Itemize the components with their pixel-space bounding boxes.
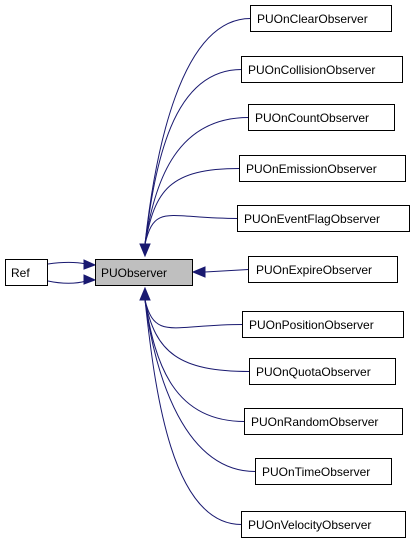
node-label: PUOnExpireObserver (256, 263, 372, 277)
node-pu-on-collision-observer[interactable]: PUOnCollisionObserver (241, 56, 403, 83)
inheritance-edge (144, 215, 238, 245)
node-box (239, 155, 406, 182)
inheritance-edge (144, 299, 242, 525)
node-box (241, 56, 403, 83)
ref-link-top (47, 262, 87, 265)
node-label: PUOnPositionObserver (249, 318, 374, 332)
node-pu-on-event-flag-observer[interactable]: PUOnEventFlagObserver (237, 205, 410, 232)
node-label: PUOnEmissionObserver (246, 162, 377, 176)
node-label: PUOnCountObserver (255, 111, 369, 125)
ref-arrow-bottom (83, 274, 97, 285)
node-pu-on-count-observer[interactable]: PUOnCountObserver (248, 104, 395, 131)
node-ref-box (5, 259, 48, 286)
node-pu-on-velocity-observer[interactable]: PUOnVelocityObserver (241, 511, 406, 538)
node-label: PUOnQuotaObserver (256, 365, 371, 379)
node-label: PUOnCollisionObserver (248, 63, 375, 77)
inheritance-edge (144, 18, 251, 245)
subclass-edges (144, 18, 256, 525)
node-box (255, 458, 392, 485)
node-box (244, 408, 403, 435)
arrow-head-right (191, 266, 206, 278)
node-pu-on-quota-observer[interactable]: PUOnQuotaObserver (249, 358, 396, 385)
subclass-arrows (139, 243, 206, 301)
node-label: PUOnTimeObserver (262, 465, 370, 479)
node-box (237, 205, 410, 232)
node-pu-on-expire-observer[interactable]: PUOnExpireObserver (248, 256, 398, 283)
arrow-head-top (139, 243, 151, 258)
node-pu-on-emission-observer[interactable]: PUOnEmissionObserver (239, 155, 406, 182)
node-box (248, 104, 395, 131)
node-label: PUOnVelocityObserver (248, 518, 371, 532)
ref-link-bottom (47, 280, 87, 284)
node-label: PUOnEventFlagObserver (244, 212, 380, 226)
arrow-head-bottom (139, 286, 151, 301)
inheritance-edge (144, 299, 250, 372)
node-box (248, 256, 398, 283)
inheritance-edge (144, 299, 243, 329)
inheritance-edge (144, 299, 256, 472)
inheritance-edge (144, 117, 249, 245)
node-pu-on-clear-observer[interactable]: PUOnClearObserver (250, 5, 392, 32)
inheritance-edge (204, 269, 249, 273)
node-box (242, 311, 404, 338)
inheritance-edge (144, 69, 242, 245)
node-ref[interactable]: Ref (5, 259, 48, 286)
node-box (250, 5, 392, 32)
ref-arrow-top (83, 259, 97, 270)
node-box (241, 511, 406, 538)
subclass-nodes: PUOnClearObserver PUOnCollisionObserver … (237, 5, 410, 538)
node-pu-on-random-observer[interactable]: PUOnRandomObserver (244, 408, 403, 435)
node-pu-observer-label: PUObserver (101, 266, 167, 280)
node-label: PUOnRandomObserver (251, 415, 378, 429)
node-box (249, 358, 396, 385)
inheritance-edge (144, 299, 245, 422)
node-pu-on-time-observer[interactable]: PUOnTimeObserver (255, 458, 392, 485)
node-pu-observer[interactable]: PUObserver (95, 259, 193, 286)
node-pu-observer-box (95, 259, 193, 286)
ref-links (47, 259, 97, 285)
node-label: PUOnClearObserver (257, 12, 368, 26)
node-ref-label: Ref (11, 266, 30, 280)
node-pu-on-position-observer[interactable]: PUOnPositionObserver (242, 311, 404, 338)
inheritance-edge (144, 168, 240, 245)
